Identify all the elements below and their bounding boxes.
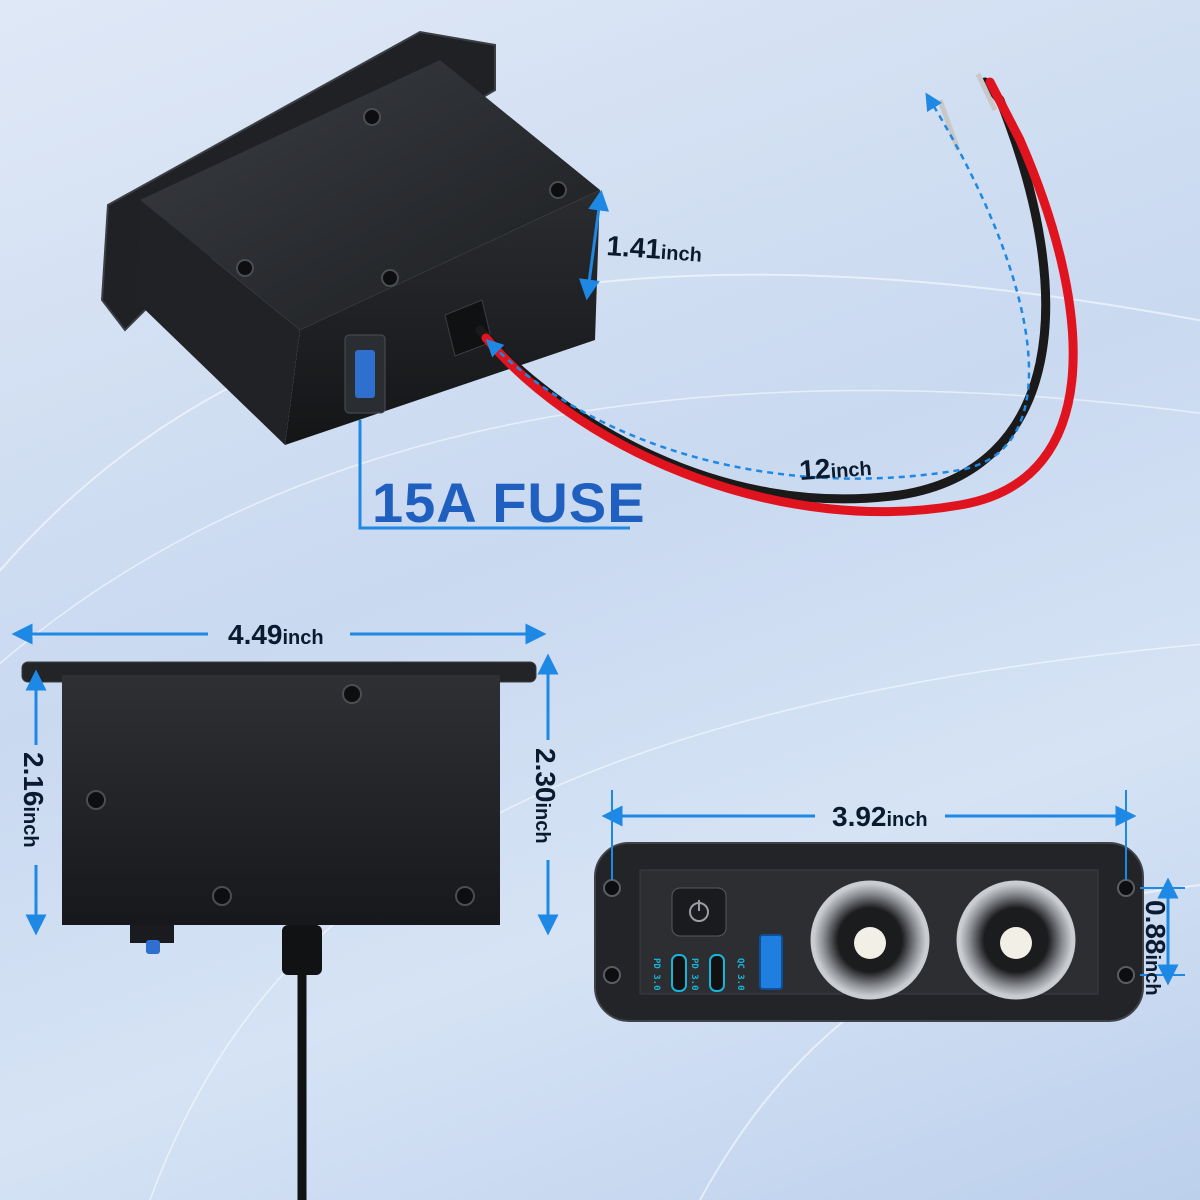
- screw-hole-icon: [549, 181, 567, 199]
- usb-c-port-2-label: PD 3.0: [689, 958, 699, 991]
- fuse-holder-bottom: [130, 925, 174, 943]
- panel-face-view: PD 3.0 PD 3.0 QC 3.0: [594, 842, 1144, 1022]
- screw-hole-icon: [381, 269, 399, 287]
- screw-hole-icon: [455, 886, 475, 906]
- usb-a-port: [759, 934, 783, 990]
- front-view: [21, 661, 537, 1200]
- fuse-label: 15A FUSE: [372, 471, 646, 534]
- mount-hole-icon: [603, 966, 621, 984]
- usb-c-port-1: [671, 954, 687, 992]
- fuse-icon: [355, 350, 375, 398]
- mount-hole-icon: [1117, 879, 1135, 897]
- red-wire: [481, 77, 1078, 517]
- mount-hole-icon: [1117, 966, 1135, 984]
- socket-contact-icon: [1000, 927, 1032, 959]
- height-right-label: 2.30inch: [530, 748, 561, 844]
- panel-height-label: 0.88inch: [1140, 900, 1171, 996]
- fuse-icon: [146, 940, 160, 954]
- power-button: [671, 887, 727, 937]
- front-view-body: [62, 675, 500, 925]
- screw-hole-icon: [342, 684, 362, 704]
- socket-contact-icon: [854, 927, 886, 959]
- wire-length-label: 12inch: [798, 450, 872, 486]
- wire-tip-red: [975, 72, 998, 112]
- wire-length-dimension-arrow: [485, 92, 1031, 480]
- usb-a-port-label: QC 3.0: [735, 958, 745, 991]
- usb-c-port-1-label: PD 3.0: [651, 958, 661, 991]
- cable-gland-bottom: [282, 925, 322, 975]
- width-dimension-label: 4.49inch: [228, 619, 324, 650]
- fuse-callout-line: [358, 420, 630, 530]
- screw-hole-icon: [86, 790, 106, 810]
- wire-tip-black: [937, 99, 961, 151]
- depth-dimension-label: 1.41inch: [606, 230, 704, 268]
- screw-hole-icon: [236, 259, 254, 277]
- screw-hole-icon: [212, 886, 232, 906]
- screw-hole-icon: [363, 108, 381, 126]
- panel-width-label: 3.92inch: [832, 801, 928, 832]
- mount-hole-icon: [603, 879, 621, 897]
- angled-product-view: [100, 30, 1078, 517]
- usb-c-port-2: [709, 954, 725, 992]
- height-left-label: 2.16inch: [18, 752, 49, 848]
